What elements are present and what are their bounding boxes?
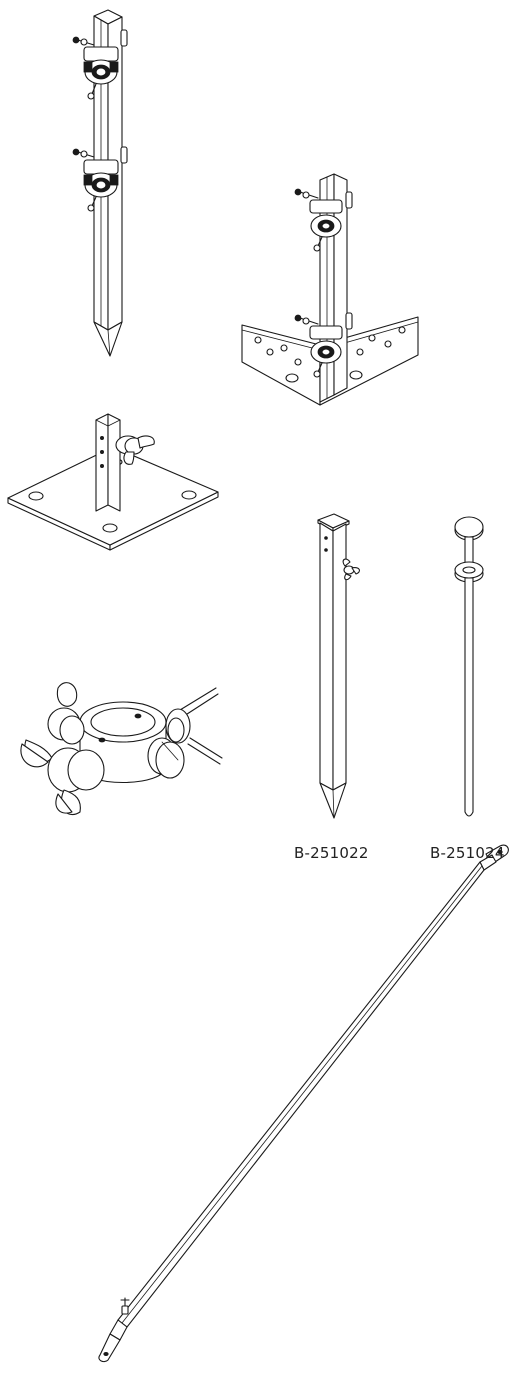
part-number-label-b251022: B-251022 [294, 844, 369, 862]
square-base-plate [7, 413, 219, 551]
angle-stake-with-clamps [72, 9, 128, 357]
four-way-coupler [20, 682, 223, 816]
part-number-label-b251024: B-251024 [430, 844, 505, 862]
peg-b251024 [454, 516, 484, 817]
upper-clamp-icon [294, 188, 343, 252]
ground-stake-b251022 [317, 513, 361, 819]
upper-clamp-icon [72, 36, 119, 100]
lower-clamp-icon [294, 314, 343, 378]
lower-clamp-icon [72, 148, 119, 212]
wing-nut-icon [342, 558, 361, 581]
corner-post-with-base [241, 173, 419, 406]
diagonal-brace [98, 844, 509, 1363]
wing-bolt-icon [115, 435, 155, 465]
